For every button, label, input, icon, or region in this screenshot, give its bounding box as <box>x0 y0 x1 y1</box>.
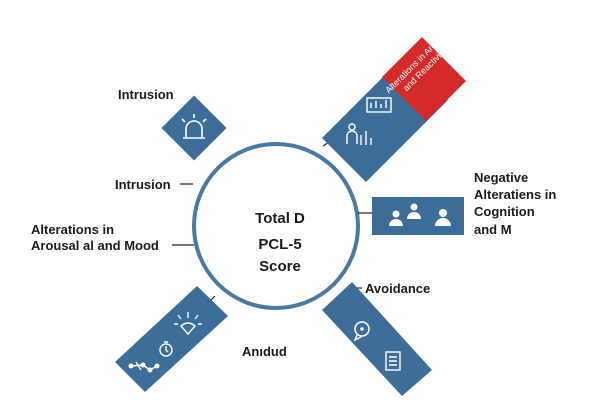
chat-bubble-icon <box>353 321 370 342</box>
spark-hand-icon <box>174 312 202 336</box>
label-alterations-left-1: Alterations in <box>31 222 115 237</box>
center-title-line3: Score <box>259 258 301 275</box>
label-intrusion-top: Intrusion <box>118 87 174 102</box>
center-circle <box>192 142 360 310</box>
label-alterations-left-2: Arousal al and Mood <box>31 238 159 253</box>
stopwatch-icon <box>159 341 173 357</box>
label-negative-4: and M <box>474 222 512 237</box>
tile-avoidance <box>322 282 432 396</box>
people-chart-icon <box>346 123 372 145</box>
label-intrusion-mid: Intrusion <box>115 177 171 192</box>
center-title-line1: Total D <box>255 210 305 227</box>
document-icon <box>385 351 401 371</box>
label-avoidance: Avoidance <box>365 281 431 296</box>
tile-arousal-reactivity <box>322 37 466 182</box>
label-negative-3: Cognition <box>474 204 535 219</box>
tile-intrusion <box>161 95 227 161</box>
graph-nodes-icon <box>128 361 160 373</box>
bar-chart-icon <box>366 97 392 113</box>
tile-bottom-left <box>115 286 228 392</box>
label-bottom: Anıdud <box>242 344 287 359</box>
label-negative-2: Alteratiens in <box>474 187 557 202</box>
users-icon <box>389 203 451 226</box>
label-negative-1: Negative <box>474 170 529 185</box>
alarm-light-icon <box>181 114 207 139</box>
center-title-line2: PCL-5 <box>258 236 302 253</box>
tile-negative-cognition <box>372 197 464 235</box>
